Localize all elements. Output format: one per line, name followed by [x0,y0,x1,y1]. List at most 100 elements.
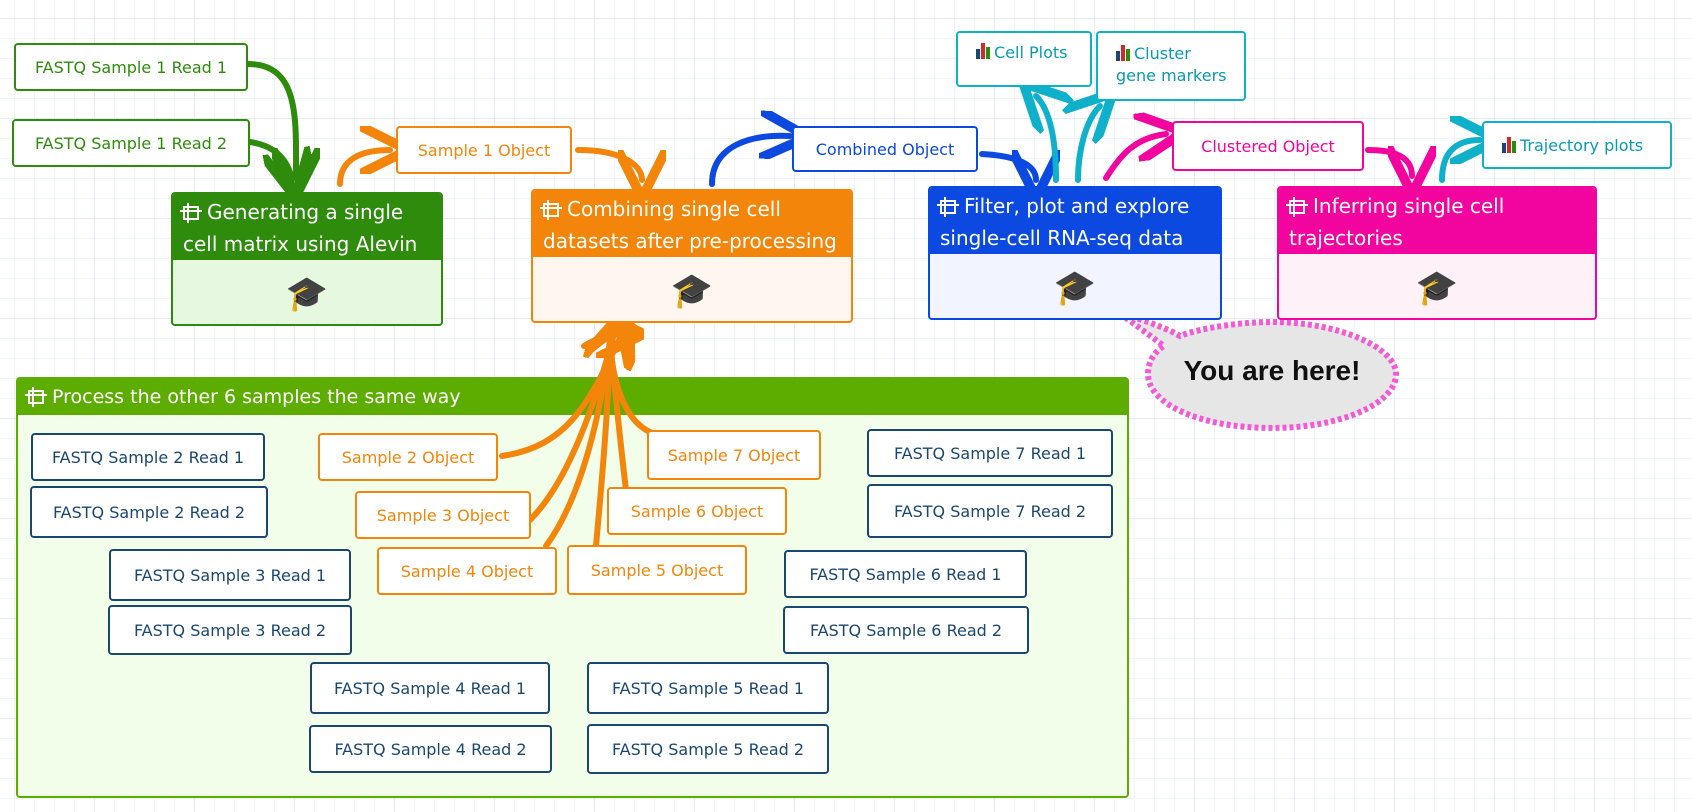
fastq-sample1-read2[interactable]: FASTQ Sample 1 Read 2 [12,119,250,167]
node-label-line2: gene markers [1116,66,1227,85]
arrow-into-combine [581,334,626,346]
bar-chart-icon [1116,45,1132,61]
tool-title-line2: trajectories [1289,226,1403,250]
tool-inferring-trajectories[interactable]: Inferring single cell trajectories 🎓 [1277,186,1597,320]
fastq-sample5-read1[interactable]: FASTQ Sample 5 Read 1 [587,662,829,714]
tool-title-line2: datasets after pre-processing [543,229,837,253]
sample7-object[interactable]: Sample 7 Object [647,430,821,480]
arrow-filter-to-cellplots [1036,96,1056,183]
node-label: Sample 3 Object [376,505,510,525]
arrow-s1r1-to-alevin [245,61,296,178]
frame-icon [180,203,202,223]
node-label: FASTQ Sample 4 Read 2 [334,739,527,759]
tool-title-line1: Inferring single cell [1313,194,1505,218]
node-label: FASTQ Sample 1 Read 2 [34,133,228,153]
node-label: FASTQ Sample 1 Read 1 [34,57,228,77]
fastq-sample2-read1[interactable]: FASTQ Sample 2 Read 1 [31,433,265,481]
arrow-clustered-to-traj [1365,150,1412,176]
node-label: FASTQ Sample 2 Read 1 [51,447,245,467]
node-label: Sample 5 Object [590,560,724,580]
tool-title-line2: single-cell RNA-seq data [940,226,1184,250]
fastq-sample4-read1[interactable]: FASTQ Sample 4 Read 1 [310,662,550,714]
bar-chart-icon [976,43,992,59]
sample5-object[interactable]: Sample 5 Object [567,545,747,595]
node-label: Sample 4 Object [400,561,534,581]
sample4-object[interactable]: Sample 4 Object [377,547,557,595]
node-label: Sample 7 Object [667,445,801,465]
combined-object[interactable]: Combined Object [792,126,978,172]
tool-header: Combining single cell datasets after pre-… [533,191,851,257]
tool-title-line1: Combining single cell [567,197,781,221]
arrow-combined-to-filter [979,154,1036,180]
node-label: Trajectory plots [1520,135,1644,155]
tutorial-icon: 🎓 [1053,268,1097,308]
node-label: Clustered Object [1201,136,1335,156]
arrow-traj-to-plots [1439,140,1480,183]
tool-title-line1: Generating a single [207,200,404,224]
node-label: FASTQ Sample 6 Read 1 [809,564,1002,584]
frame-icon [25,387,47,407]
fastq-sample3-read1[interactable]: FASTQ Sample 3 Read 1 [109,549,351,601]
arrow-s4obj-to-combine [543,337,613,549]
tutorial-icon: 🎓 [285,274,329,314]
you-are-here-callout: You are here! [1183,355,1361,386]
group-header: Process the other 6 samples the same way [18,379,1127,415]
fastq-sample3-read2[interactable]: FASTQ Sample 3 Read 2 [108,605,352,655]
arrow-s1r2-to-alevin [247,139,292,180]
arrow-combine-to-combined [709,136,790,187]
graduation-cap-icon: 🎓 [173,264,441,324]
fastq-sample7-read2[interactable]: FASTQ Sample 7 Read 2 [867,484,1113,538]
arrow-s5obj-to-combine [593,337,613,549]
node-label: FASTQ Sample 6 Read 2 [809,620,1003,640]
node-label: Combined Object [815,139,955,159]
fastq-sample7-read1[interactable]: FASTQ Sample 7 Read 1 [867,429,1113,477]
node-label: FASTQ Sample 3 Read 1 [133,565,327,585]
frame-icon [540,200,562,220]
arrow-filter-to-cluster [1078,106,1100,183]
node-label: FASTQ Sample 5 Read 1 [611,678,805,698]
tool-combine[interactable]: Combining single cell datasets after pre-… [531,189,853,323]
tutorial-icon: 🎓 [1415,268,1459,308]
sample6-object[interactable]: Sample 6 Object [607,487,787,535]
frame-icon [937,197,959,217]
node-label: FASTQ Sample 5 Read 2 [611,739,805,759]
fastq-sample1-read1[interactable]: FASTQ Sample 1 Read 1 [14,43,248,91]
cell-plots-output[interactable]: Cell Plots [956,31,1092,87]
sample1-object[interactable]: Sample 1 Object [396,126,572,174]
callout-bubble [1116,309,1400,432]
cluster-gene-markers-output[interactable]: Cluster gene markers [1096,31,1246,101]
node-label: FASTQ Sample 7 Read 1 [893,443,1087,463]
graduation-cap-icon: 🎓 [1279,258,1595,318]
fastq-sample2-read2[interactable]: FASTQ Sample 2 Read 2 [30,486,268,538]
tool-title-line1: Filter, plot and explore [964,194,1190,218]
node-label: FASTQ Sample 4 Read 1 [333,678,527,698]
node-label-line1: Cluster [1134,44,1191,63]
arrow-s1obj-to-combine [575,147,642,180]
node-label: FASTQ Sample 3 Read 2 [133,620,327,640]
fastq-sample4-read2[interactable]: FASTQ Sample 4 Read 2 [309,725,552,773]
fastq-sample6-read1[interactable]: FASTQ Sample 6 Read 1 [784,550,1027,598]
sample3-object[interactable]: Sample 3 Object [355,491,531,539]
tool-header: Inferring single cell trajectories [1279,188,1595,254]
trajectory-plots-output[interactable]: Trajectory plots [1482,121,1672,169]
tool-filter-plot-explore[interactable]: Filter, plot and explore single-cell RNA-… [928,186,1222,320]
tool-header: Filter, plot and explore single-cell RNA-… [930,188,1220,254]
clustered-object[interactable]: Clustered Object [1172,121,1364,171]
bar-chart-icon [1502,137,1518,153]
fastq-sample6-read2[interactable]: FASTQ Sample 6 Read 2 [783,606,1029,654]
group-title: Process the other 6 samples the same way [52,386,461,408]
node-label: Cell Plots [994,43,1068,62]
graduation-cap-icon: 🎓 [533,261,851,321]
node-label: Sample 1 Object [417,140,551,160]
tutorial-icon: 🎓 [670,271,714,311]
frame-icon [1286,197,1308,217]
sample2-object[interactable]: Sample 2 Object [318,433,498,481]
fastq-sample5-read2[interactable]: FASTQ Sample 5 Read 2 [587,724,829,774]
node-label: FASTQ Sample 7 Read 2 [893,501,1087,521]
node-label: FASTQ Sample 2 Read 2 [52,502,246,522]
node-label: Sample 2 Object [341,447,475,467]
graduation-cap-icon: 🎓 [930,258,1220,318]
